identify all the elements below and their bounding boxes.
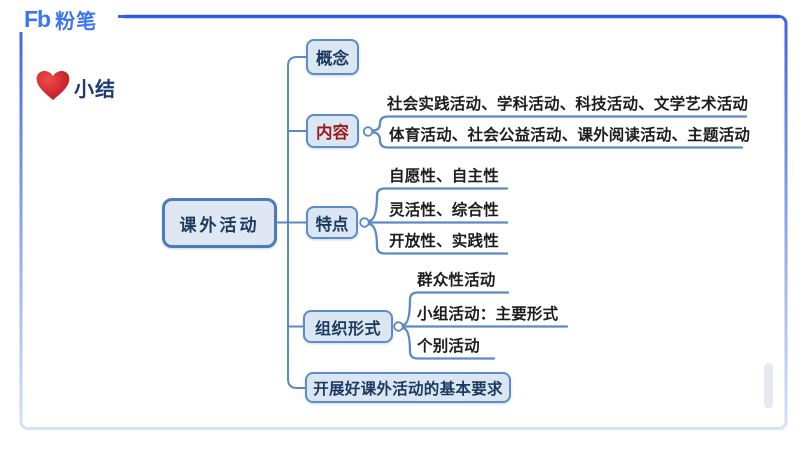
brand-logo-text: 粉笔	[55, 11, 98, 33]
mindmap-branch-content: 内容	[306, 114, 359, 148]
mindmap-branch-concept: 概念	[306, 39, 359, 75]
mindmap-leaf-forms-3: 个别活动	[417, 338, 480, 355]
section-heading: 小结	[74, 79, 116, 101]
slide-frame-border	[19, 15, 788, 430]
mindmap-leaf-content-2: 体育活动、社会公益活动、课外阅读活动、主题活动	[389, 127, 751, 144]
junction-ring-features	[359, 217, 370, 228]
mindmap-branch-features: 特点	[306, 206, 358, 239]
junction-ring-forms	[393, 321, 404, 332]
mindmap-leaf-features-3: 开放性、实践性	[389, 233, 499, 250]
mindmap-leaf-forms-2: 小组活动：主要形式	[417, 306, 559, 323]
mindmap-leaf-features-2: 灵活性、综合性	[389, 202, 499, 219]
junction-ring-content	[362, 126, 374, 137]
heart-icon	[36, 71, 70, 100]
mindmap-branch-requirements: 开展好课外活动的基本要求	[305, 372, 511, 403]
brand-logo: Fb 粉笔	[24, 5, 97, 34]
mindmap-root-node: 课外活动	[162, 198, 277, 248]
mindmap-leaf-content-1: 社会实践活动、学科活动、科技活动、文学艺术活动	[387, 96, 749, 113]
scrollbar-thumb[interactable]	[764, 363, 773, 408]
mindmap-branch-forms: 组织形式	[303, 310, 393, 343]
brand-logo-mark: Fb	[24, 6, 51, 32]
mindmap-leaf-forms-1: 群众性活动	[417, 272, 496, 289]
mindmap-leaf-features-1: 自愿性、自主性	[389, 168, 499, 185]
